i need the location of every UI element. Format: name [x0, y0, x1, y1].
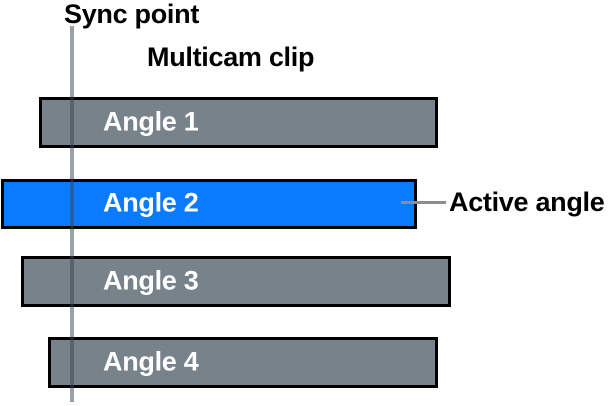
- multicam-clip-title: Multicam clip: [147, 42, 315, 72]
- active-angle-connector-line: [401, 201, 446, 204]
- angle-1-label: Angle 1: [103, 105, 199, 136]
- angle-2-bar-active: Angle 2: [1, 179, 417, 229]
- angle-3-label: Angle 3: [103, 264, 199, 295]
- angle-4-bar: Angle 4: [48, 337, 438, 388]
- angle-3-bar: Angle 3: [21, 256, 451, 307]
- angle-1-bar: Angle 1: [39, 97, 438, 148]
- angle-4-label: Angle 4: [103, 345, 199, 376]
- angle-2-label: Angle 2: [103, 187, 199, 218]
- sync-point-label: Sync point: [64, 0, 200, 29]
- sync-point-line: [70, 26, 74, 402]
- active-angle-label: Active angle: [449, 187, 605, 217]
